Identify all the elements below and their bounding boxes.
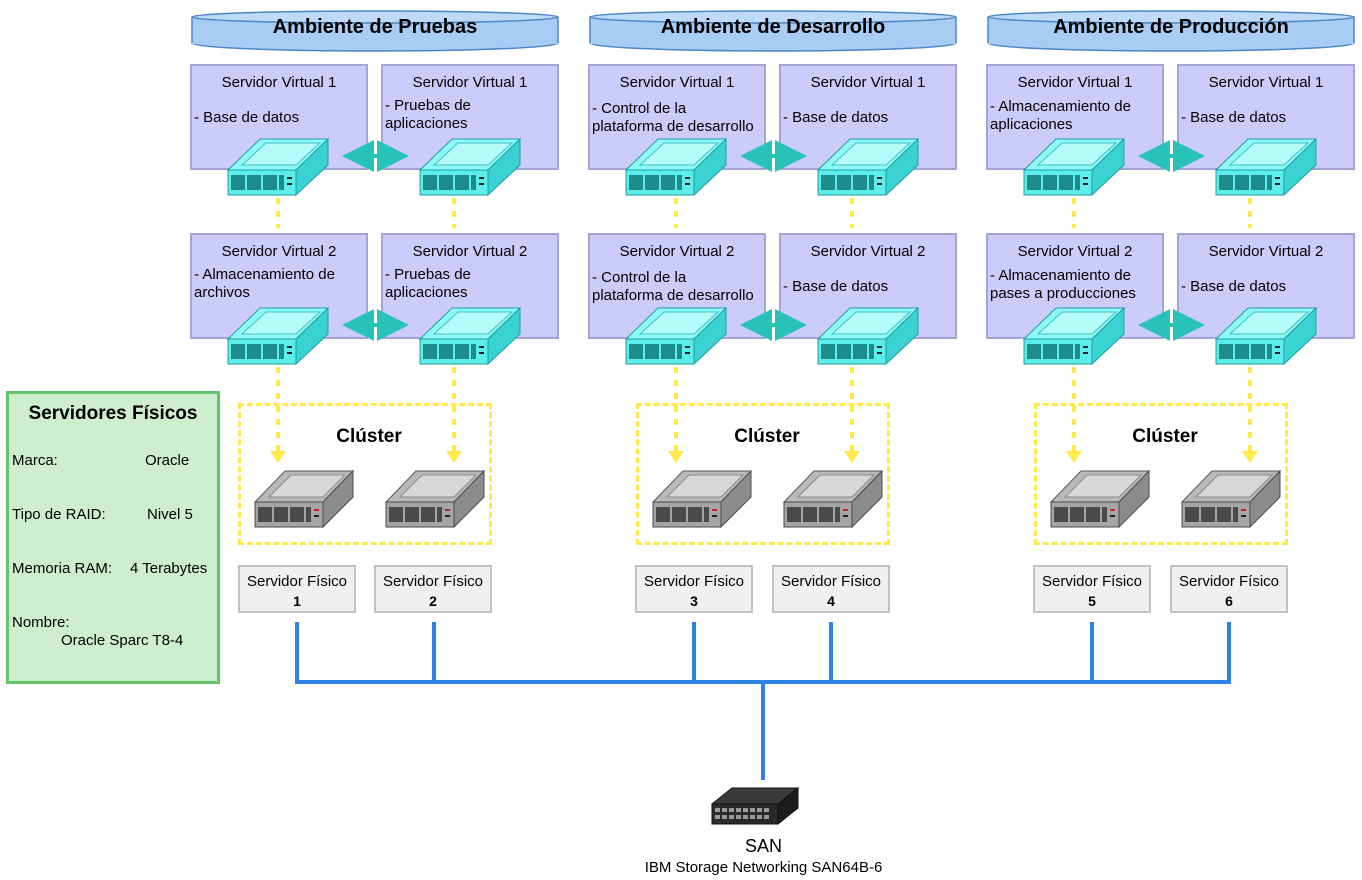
cluster-box <box>238 403 492 545</box>
virtual-server-title: Servidor Virtual 2 <box>619 243 735 260</box>
virtual-server-role: - Control de la plataforma de desarrollo <box>592 269 754 304</box>
environment-header: Ambiente de Producción <box>986 10 1356 52</box>
physical-server-number: 1 <box>293 593 301 609</box>
physical-server-label: Servidor Físico 1 <box>238 565 356 613</box>
virtual-server-title: Servidor Virtual 1 <box>1017 74 1133 91</box>
legend-value: Oracle Sparc T8-4 <box>61 632 184 649</box>
environment-header: Ambiente de Desarrollo <box>588 10 958 52</box>
cluster-label: Clúster <box>1132 426 1198 447</box>
virtual-server: Servidor Virtual 1 - Pruebas de aplicaci… <box>381 64 559 170</box>
virtual-server-role: - Almacenamiento de pases a producciones <box>990 267 1136 302</box>
environment-header: Ambiente de Pruebas <box>190 10 560 52</box>
virtual-server-title: Servidor Virtual 1 <box>221 74 337 91</box>
dashed-links <box>276 198 1252 452</box>
legend-value: 4 Terabytes <box>130 560 208 577</box>
sync-arrows <box>342 140 1205 341</box>
physical-server-name: Servidor Físico <box>643 573 745 590</box>
virtual-server-title: Servidor Virtual 1 <box>810 74 926 91</box>
legend-value: Oracle <box>145 452 190 469</box>
physical-server-number: 2 <box>429 593 437 609</box>
physical-server-number: 4 <box>827 593 835 609</box>
virtual-server-role: - Pruebas de aplicaciones <box>385 97 471 132</box>
cluster-box <box>1034 403 1288 545</box>
virtual-server-title: Servidor Virtual 1 <box>1208 74 1324 91</box>
virtual-server-title: Servidor Virtual 2 <box>1208 243 1324 260</box>
physical-server-number: 5 <box>1088 593 1096 609</box>
environment-title: Ambiente de Pruebas <box>272 16 478 38</box>
legend-label: Tipo de RAID: <box>12 506 106 523</box>
virtual-server-role: - Control de la plataforma de desarrollo <box>592 100 754 135</box>
physical-server-label: Servidor Físico 5 <box>1033 565 1151 613</box>
physical-server-name: Servidor Físico <box>246 573 348 590</box>
virtual-server-role: - Base de datos <box>1181 109 1287 126</box>
legend-label: Memoria RAM: <box>12 560 113 577</box>
physical-servers-legend: Servidores Físicos Marca: Oracle Tipo de… <box>6 391 220 684</box>
virtual-server-title: Servidor Virtual 2 <box>221 243 337 260</box>
physical-server-label: Servidor Físico 6 <box>1170 565 1288 613</box>
virtual-server-title: Servidor Virtual 1 <box>412 74 528 91</box>
san-switch-icon <box>710 786 800 826</box>
san-model: IBM Storage Networking SAN64B-6 <box>644 859 883 876</box>
virtual-server-role: - Base de datos <box>783 109 889 126</box>
environment-title: Ambiente de Desarrollo <box>660 16 886 38</box>
virtual-server: Servidor Virtual 1 - Almacenamiento de a… <box>986 64 1164 170</box>
cluster-box <box>636 403 890 545</box>
legend-value: Nivel 5 <box>147 506 193 523</box>
cluster-label: Clúster <box>336 426 402 447</box>
virtual-server-role: - Base de datos <box>783 278 889 295</box>
virtual-server: Servidor Virtual 2 - Almacenamiento de p… <box>986 233 1164 339</box>
physical-server-name: Servidor Físico <box>780 573 882 590</box>
virtual-server-role: - Almacenamiento de archivos <box>194 266 335 301</box>
virtual-server-title: Servidor Virtual 2 <box>810 243 926 260</box>
cluster-label: Clúster <box>734 426 800 447</box>
san-label: SAN <box>744 836 782 856</box>
virtual-server-title: Servidor Virtual 1 <box>619 74 735 91</box>
physical-server-label: Servidor Físico 2 <box>374 565 492 613</box>
host-link-heads <box>270 451 1258 463</box>
virtual-server-role: - Pruebas de aplicaciones <box>385 266 471 301</box>
legend-label: Marca: <box>12 452 58 469</box>
virtual-server-title: Servidor Virtual 2 <box>412 243 528 260</box>
virtual-server-title: Servidor Virtual 2 <box>1017 243 1133 260</box>
legend-label: Nombre: <box>12 614 70 631</box>
physical-server-label: Servidor Físico 3 <box>635 565 753 613</box>
virtual-server-role: - Base de datos <box>194 109 300 126</box>
physical-server-name: Servidor Físico <box>382 573 484 590</box>
virtual-server-role: - Almacenamiento de aplicaciones <box>990 98 1131 133</box>
virtual-server-role: - Base de datos <box>1181 278 1287 295</box>
physical-server-number: 3 <box>690 593 698 609</box>
physical-server-number: 6 <box>1225 593 1233 609</box>
physical-server-label: Servidor Físico 4 <box>772 565 890 613</box>
virtual-server: Servidor Virtual 1 - Base de datos <box>779 64 957 170</box>
physical-server-name: Servidor Físico <box>1041 573 1143 590</box>
physical-server-name: Servidor Físico <box>1178 573 1280 590</box>
environment-title: Ambiente de Producción <box>1053 16 1289 38</box>
legend-title: Servidores Físicos <box>28 403 198 424</box>
